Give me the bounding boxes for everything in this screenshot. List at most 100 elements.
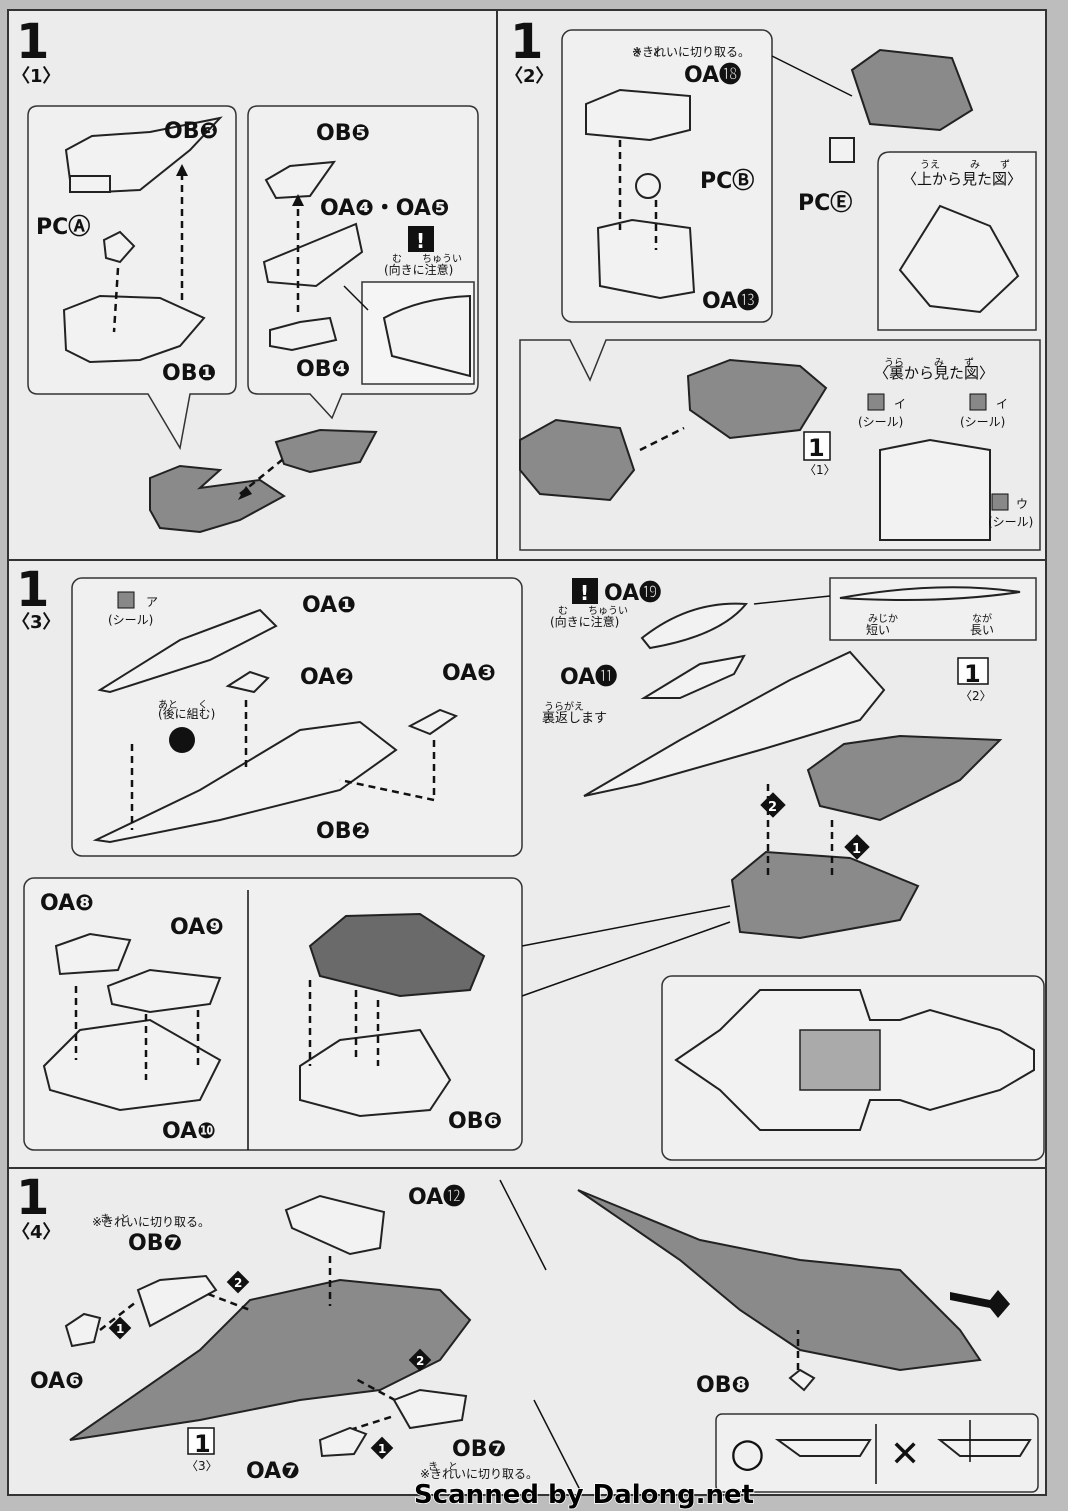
- label-oa1: OA❶: [302, 593, 356, 618]
- svg-text:2: 2: [416, 1354, 424, 1368]
- part-oa18-illustration: [585, 88, 691, 142]
- ref-step-number: 1: [194, 1430, 211, 1458]
- label-ob7-bottom: OB❼: [452, 1437, 506, 1462]
- label-ob7-top: OB❼: [128, 1231, 182, 1256]
- label-ob1: OB❶: [162, 361, 216, 386]
- marker-1-a: 1: [108, 1316, 132, 1340]
- seal-i-left: イ: [894, 397, 906, 411]
- label-oa7: OA❼: [246, 1459, 300, 1484]
- wing-unit-illustration: [69, 1278, 472, 1441]
- part-ob7-bottom-illustration: [392, 1388, 468, 1430]
- label-oa18: OA⓲: [684, 62, 741, 88]
- svg-text:!: !: [580, 581, 589, 605]
- caution-text: (向きに注意): [550, 614, 619, 629]
- part-oa11-illustration: [640, 654, 746, 699]
- caution-text: (向きに注意): [384, 262, 453, 277]
- step-sub: 〈4〉: [12, 1222, 61, 1243]
- back-view-illustration: [879, 438, 991, 541]
- step-1-4: 1 〈4〉 き と ※きれいに切り取る。 OB❼ OA⓬ OA❻ 1 2 2 1: [12, 1170, 1039, 1493]
- part-dark-frame-illustration: [308, 912, 486, 998]
- part-oa1-flipped-illustration: [583, 650, 886, 797]
- caution-icon: [408, 226, 434, 252]
- part-ob1-illustration: [62, 294, 206, 364]
- part-oa1-illustration: [97, 608, 278, 694]
- assembly-nose-illustration: [686, 358, 828, 440]
- part-ob6-illustration: [299, 1028, 452, 1118]
- seal-label-left: (シール): [858, 415, 903, 429]
- ref-step-number: 1: [964, 660, 981, 688]
- long-label: 長い: [970, 623, 994, 637]
- top-view-ruby: うえ み ず: [920, 159, 1010, 171]
- cut-ruby: き と: [632, 47, 662, 59]
- part-ob7-top-illustration: [136, 1274, 218, 1328]
- label-ob3: OB❸: [164, 119, 218, 144]
- seal-label-u: (シール): [988, 515, 1033, 529]
- later-ruby: あと く: [158, 699, 208, 711]
- marker-1-b: 1: [370, 1436, 394, 1460]
- part-ob4-illustration: [269, 316, 338, 352]
- label-ob4: OB❹: [296, 357, 350, 382]
- ref-step-sub: 〈3〉: [186, 1459, 218, 1473]
- part-oa13-illustration: [596, 218, 696, 300]
- marker-2-b: 2: [408, 1348, 432, 1372]
- assembly-subunit-illustration: [806, 734, 1003, 822]
- part-oa8-illustration: [54, 932, 132, 976]
- seal-a: ア: [146, 595, 158, 609]
- label-pca: PCⒶ: [36, 214, 90, 240]
- step-sub: 〈3〉: [12, 612, 61, 633]
- svg-text:!: !: [416, 229, 425, 253]
- part-oa6-illustration: [64, 1312, 102, 1348]
- cut-note: ※きれいに切り取る。: [632, 45, 750, 59]
- back-view-ruby: うら み ず: [884, 357, 974, 369]
- seal-i-right: イ: [996, 397, 1008, 411]
- ref-step-sub: 〈1〉: [804, 463, 836, 477]
- step-number: 1: [16, 562, 49, 618]
- label-pcb: PCⒷ: [700, 168, 754, 194]
- svg-text:2: 2: [768, 800, 777, 815]
- part-ob5-illustration: [264, 160, 337, 200]
- part-oa12-illustration: [284, 1194, 386, 1256]
- assembly-base2-illustration: [730, 850, 920, 940]
- caution-ruby: む ちゅうい: [558, 605, 628, 617]
- label-ob5: OB❺: [316, 121, 370, 146]
- long-ruby: なが: [972, 612, 992, 625]
- part-ob3-illustration: [64, 116, 223, 194]
- cut-note-bottom: ※きれいに切り取る。: [420, 1467, 538, 1481]
- step-1-1: 1 〈1〉 OB❸ PCⒶ OB❶ OB❺ OA❹・OA❺ OB❹ ! む ちゅ…: [12, 14, 479, 534]
- cut-ruby-top: き と: [100, 1213, 130, 1225]
- label-oa2: OA❷: [300, 665, 354, 690]
- top-view-illustration: [898, 204, 1020, 314]
- ref-step-number: 1: [808, 434, 825, 462]
- part-pcb-illustration: [635, 173, 661, 199]
- part-oa10-illustration: [42, 1018, 222, 1112]
- caution-icon: [572, 578, 598, 604]
- part-pca-illustration: [102, 230, 136, 264]
- later-assembly-icon: [169, 727, 195, 753]
- label-ob6: OB❻: [448, 1109, 502, 1134]
- label-oa9: OA❾: [170, 915, 224, 940]
- part-oa7-illustration: [318, 1426, 368, 1458]
- part-ob2-illustration: [92, 720, 398, 844]
- later-text: (後に組む): [158, 707, 215, 721]
- marker-1-right: 1: [844, 834, 870, 860]
- seal-label-right: (シール): [960, 415, 1005, 429]
- svg-text:1: 1: [116, 1322, 124, 1336]
- part-oa19-illustration: [640, 602, 748, 650]
- back-view-label: 〈裏から見た図〉: [874, 364, 994, 382]
- caution-ruby: む ちゅうい: [392, 253, 462, 265]
- label-oa11: OA⓫: [560, 665, 617, 690]
- step-number: 1: [16, 1170, 49, 1226]
- part-oa18-assembled-illustration: [850, 48, 974, 132]
- label-oa19: OA⓳: [604, 580, 661, 606]
- svg-text:1: 1: [378, 1442, 386, 1456]
- assembly-base-illustration: [519, 418, 636, 502]
- svg-text:2: 2: [234, 1276, 242, 1290]
- ref-step-sub: 〈2〉: [960, 689, 992, 703]
- final-assembly-illustration: [577, 1189, 982, 1372]
- seal-label: (シール): [108, 613, 153, 627]
- label-oa3: OA❸: [442, 661, 496, 686]
- seal-u: ウ: [1016, 497, 1028, 511]
- direction-arrow-icon: [950, 1290, 1010, 1318]
- step-number: 1: [16, 14, 49, 70]
